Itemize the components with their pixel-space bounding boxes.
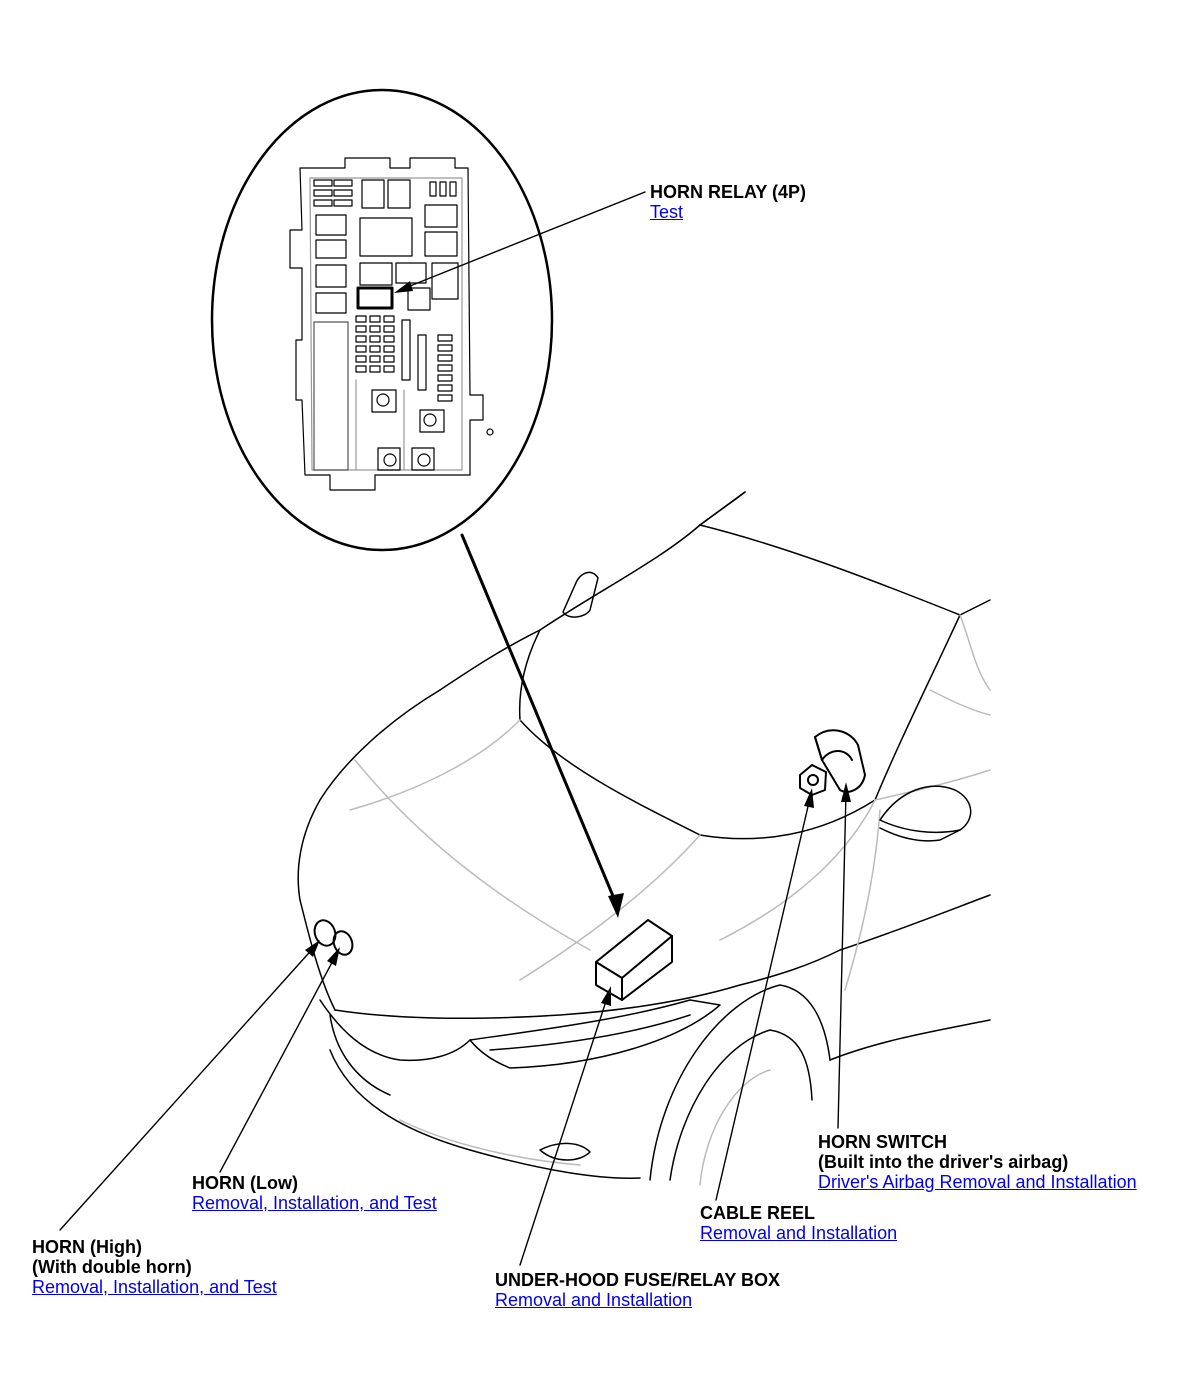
- magnifier-circle: [210, 88, 554, 552]
- inset-fuse-box-detail: [210, 88, 554, 552]
- under-hood-fuse-box-shape: [595, 919, 673, 1001]
- horn-low-link[interactable]: Removal, Installation, and Test: [192, 1193, 437, 1213]
- cable-reel-label: CABLE REEL: [700, 1203, 816, 1223]
- callout-horn-switch: HORN SWITCH (Built into the driver's air…: [818, 1132, 1137, 1192]
- horn-high-label: HORN (High): [32, 1237, 142, 1257]
- cable-reel-shape: [799, 764, 827, 796]
- callout-horn-low: HORN (Low) Removal, Installation, and Te…: [192, 1173, 437, 1213]
- horn-switch-shape: [814, 729, 866, 793]
- fuse-box-label: UNDER-HOOD FUSE/RELAY BOX: [495, 1270, 781, 1290]
- callout-fuse-box: UNDER-HOOD FUSE/RELAY BOX Removal and In…: [495, 1270, 780, 1310]
- horn-switch-label: HORN SWITCH: [818, 1132, 947, 1152]
- drivers-airbag-link[interactable]: Driver's Airbag Removal and Installation: [818, 1172, 1137, 1192]
- horn-discs: [313, 919, 354, 956]
- horn-relay-highlight: [356, 286, 394, 310]
- horn-switch-sublabel: (Built into the driver's airbag): [818, 1152, 1069, 1172]
- callout-horn-relay: HORN RELAY (4P) Test: [650, 182, 806, 222]
- car-outline: [297, 491, 991, 1186]
- callout-cable-reel: CABLE REEL Removal and Installation: [700, 1203, 897, 1243]
- cable-reel-link[interactable]: Removal and Installation: [700, 1223, 898, 1243]
- horn-high-link[interactable]: Removal, Installation, and Test: [32, 1277, 277, 1297]
- horn-high-sublabel: (With double horn): [32, 1257, 192, 1277]
- fuse-box-link[interactable]: Removal and Installation: [495, 1290, 693, 1310]
- horn-relay-label: HORN RELAY (4P): [650, 182, 807, 202]
- horn-low-label: HORN (Low): [192, 1173, 298, 1193]
- callout-horn-high: HORN (High) (With double horn) Removal, …: [32, 1237, 277, 1297]
- leader-lines: [59, 191, 851, 1266]
- horn-relay-test-link[interactable]: Test: [650, 202, 684, 222]
